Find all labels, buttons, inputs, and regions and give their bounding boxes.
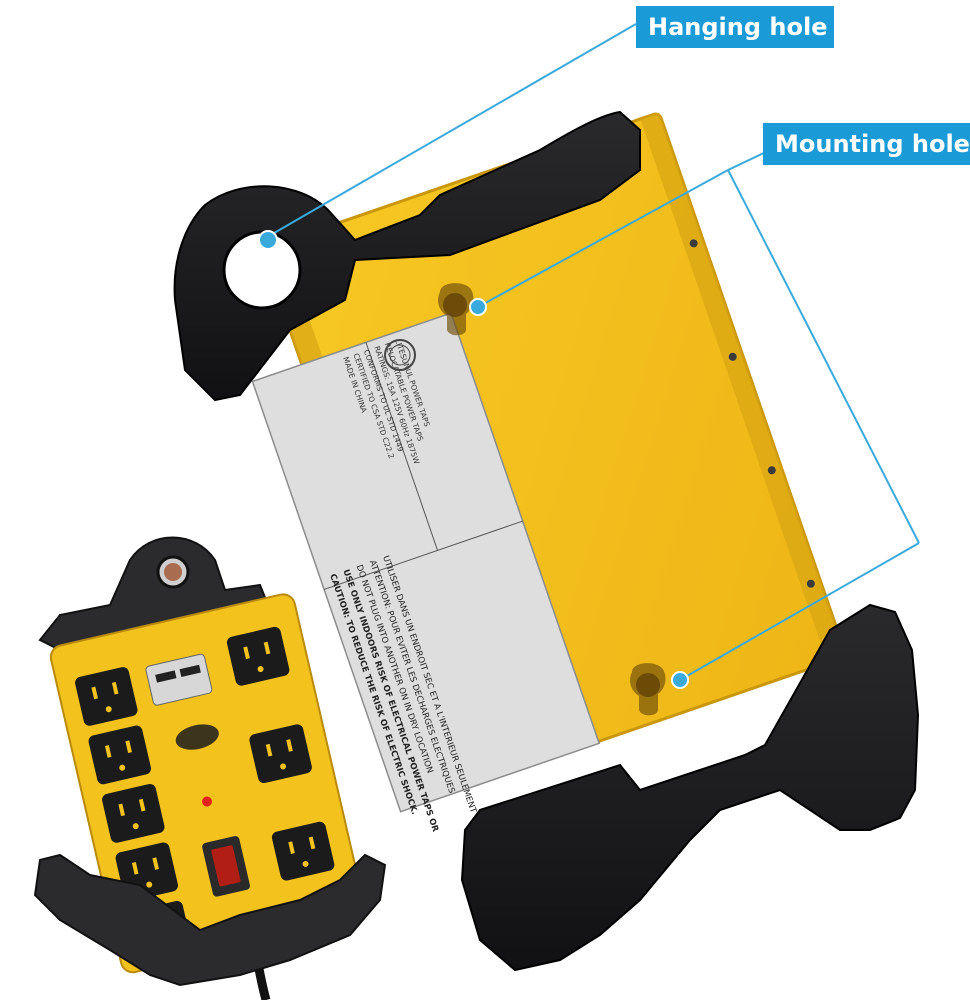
small-power-strip-front	[33, 536, 387, 1000]
hanging-hole-callout: Hanging hole	[636, 6, 834, 48]
large-power-strip-back: LITESUNUL POWER TAPS RELOCATABLE POWER T…	[173, 110, 920, 972]
usb-port-icon	[145, 653, 213, 706]
warning-label	[251, 312, 601, 813]
ul-logo	[384, 339, 416, 371]
mounting-hole-callout: Mounting hole	[763, 123, 970, 165]
mounting-hole-upper-icon	[438, 283, 474, 336]
indicator-light-icon	[202, 796, 213, 807]
power-switch-icon	[202, 836, 250, 897]
bottom-mounting-bracket	[460, 603, 920, 972]
outlet-column-right	[226, 626, 335, 881]
callout-leaders	[258, 23, 920, 689]
top-mounting-bracket	[173, 110, 641, 402]
mounting-hole-lower-icon	[630, 663, 666, 716]
